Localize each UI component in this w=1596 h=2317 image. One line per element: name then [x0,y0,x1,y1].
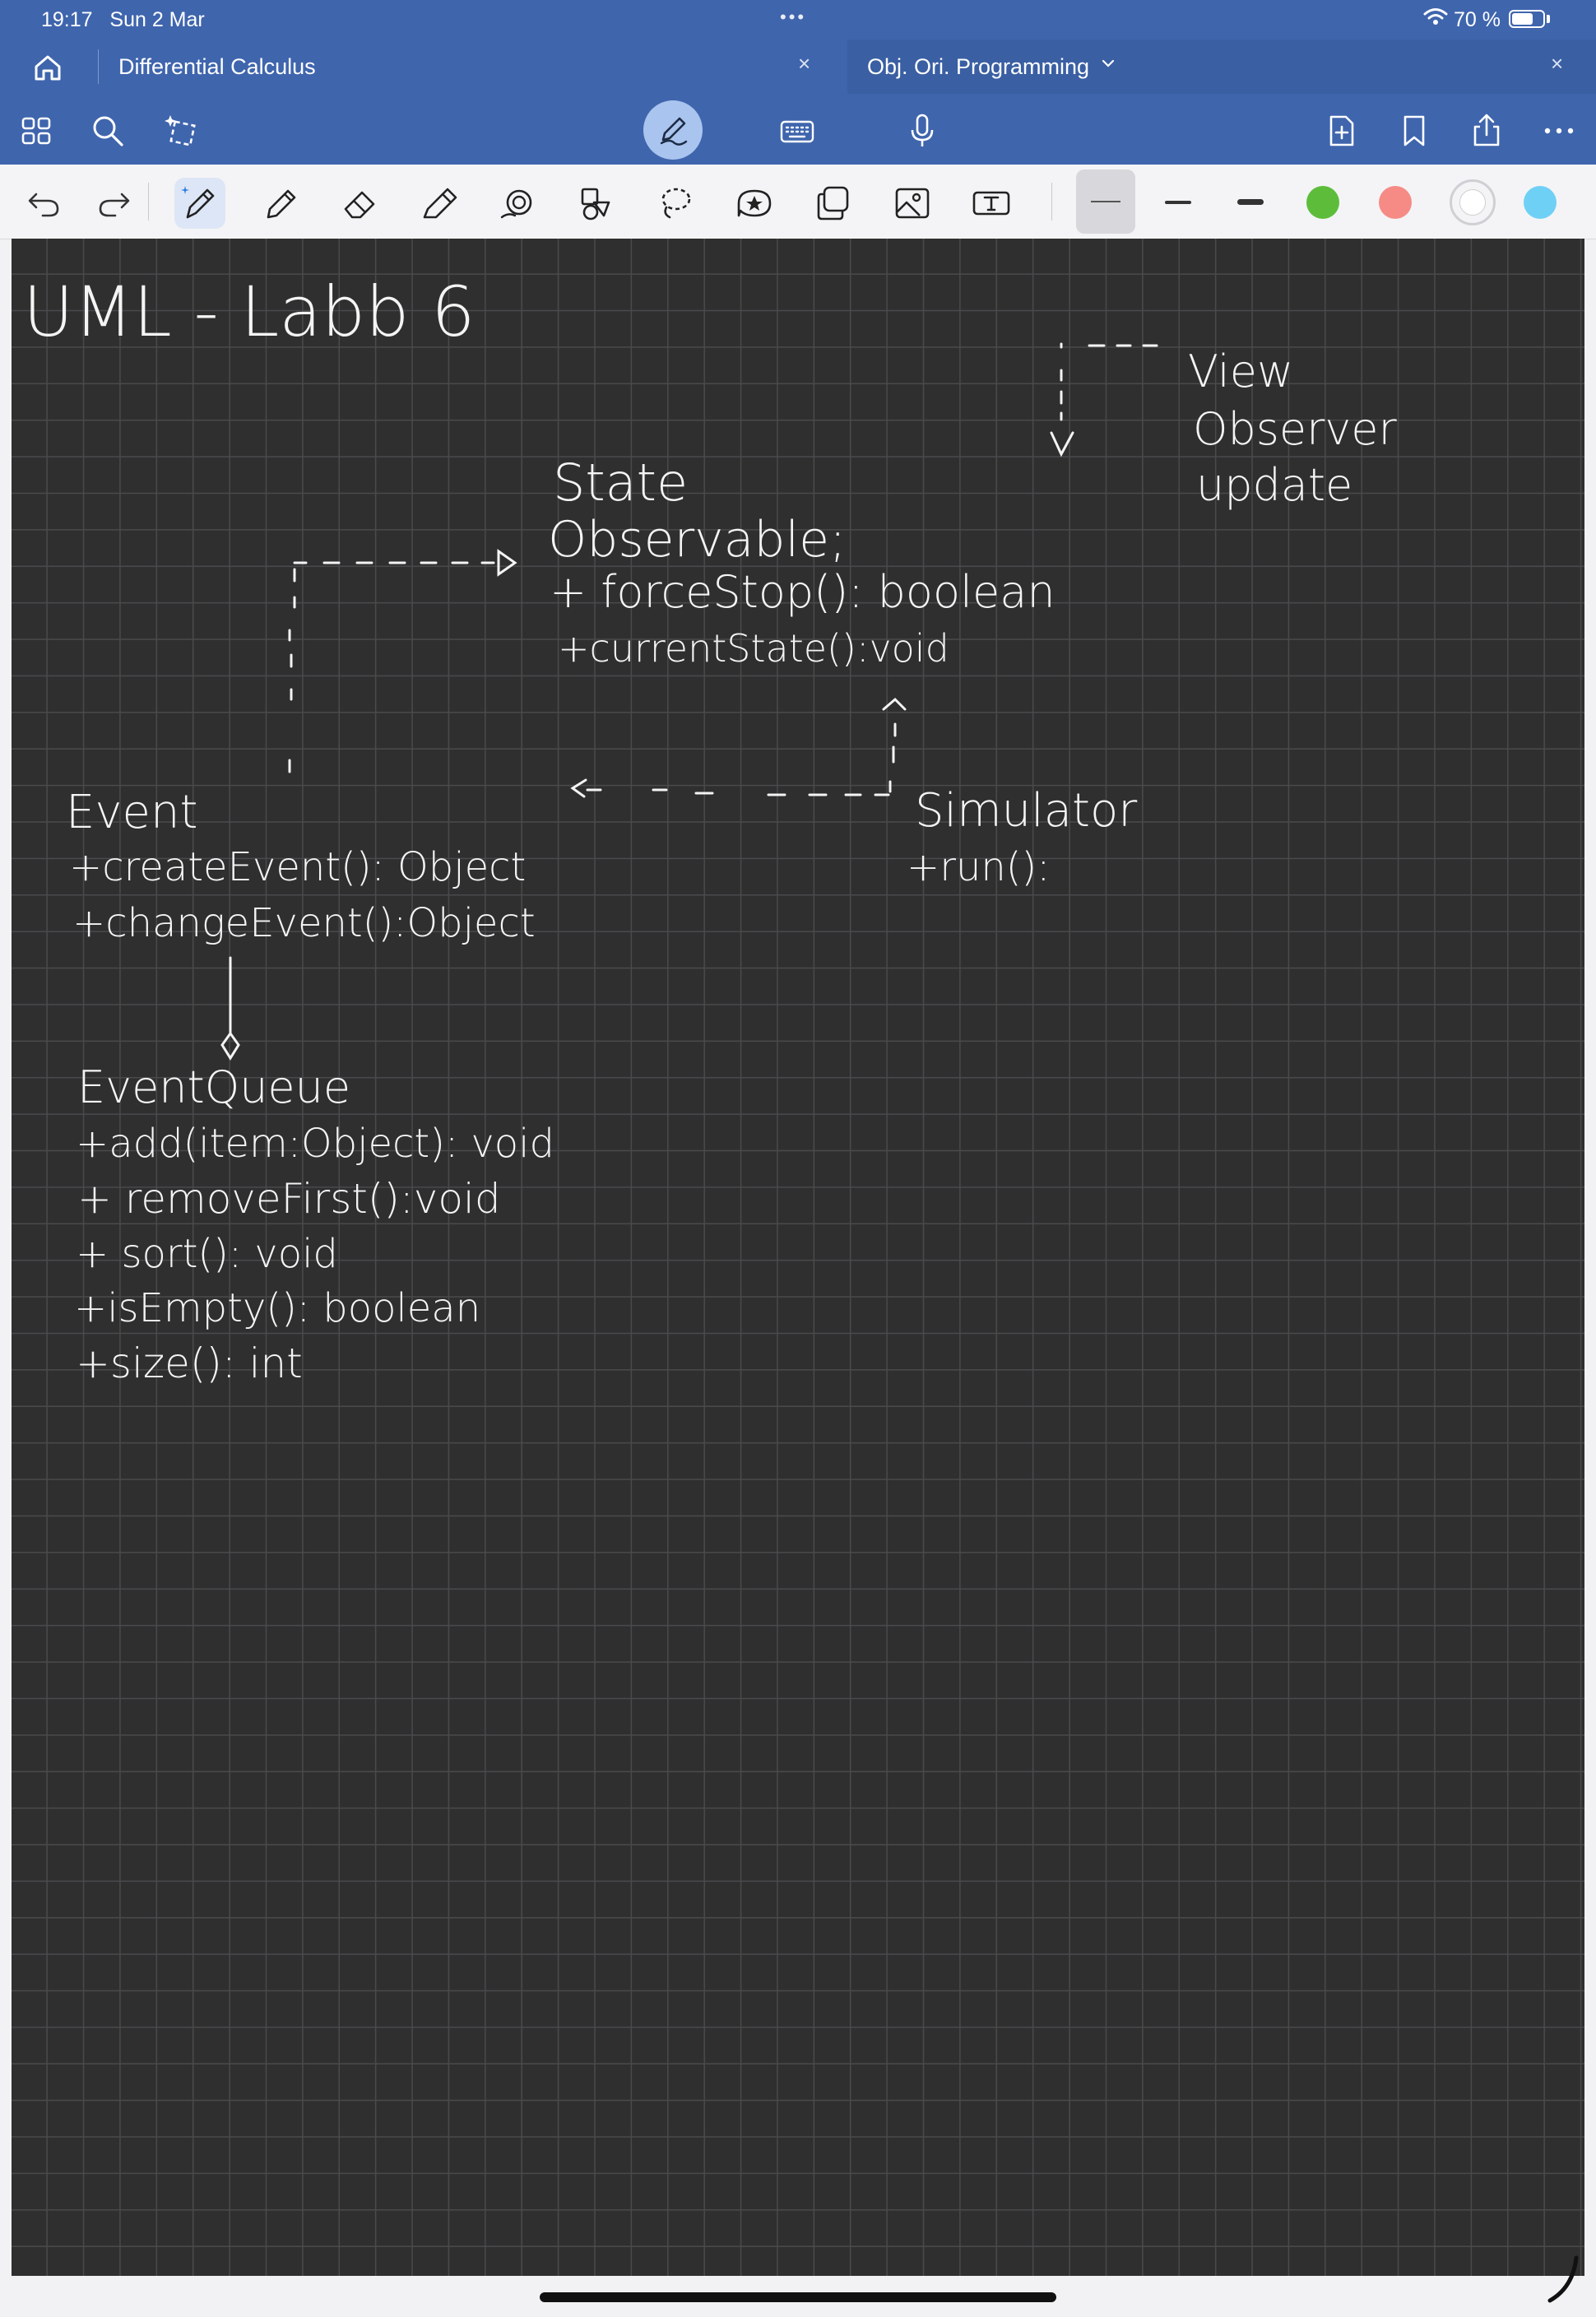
eraser-icon[interactable] [339,183,380,224]
stroke-width-thick[interactable] [1234,194,1267,211]
pen-tool[interactable] [174,178,225,229]
tab-differential-calculus[interactable]: Differential Calculus × [99,39,847,94]
toolbar-divider [148,183,149,221]
simulator-method-run: +run(): [907,844,1050,890]
main-toolbar [0,94,1596,165]
arrow-head [882,697,907,711]
eventqueue-method-size: +size(): int [76,1340,303,1387]
eventqueue-method-sort: + sort(): void [76,1231,338,1277]
keyboard-icon[interactable] [778,112,816,150]
multitask-dots[interactable]: ••• [780,7,807,27]
state-method-forcestop: + forceStop(): boolean [550,566,1055,618]
text-icon[interactable] [971,183,1012,224]
view-update: update [1196,459,1352,511]
arrow-head [570,778,587,798]
color-swatch-cyan[interactable] [1524,186,1557,219]
fountain-pen-icon [181,186,215,219]
color-swatch-white-selected[interactable] [1450,179,1496,225]
redo-icon[interactable] [94,183,135,224]
state-method-currentstate: +currentState():void [558,626,949,671]
image-icon[interactable] [892,183,933,224]
event-class-name: Event [66,786,197,839]
close-icon[interactable]: × [1551,51,1564,76]
copy-icon[interactable] [813,183,854,224]
diamond-arrow-head [220,1031,240,1061]
eventqueue-method-removefirst: + removeFirst():void [77,1175,501,1223]
lasso-icon[interactable] [655,183,696,224]
event-method-create: +createEvent(): Object [69,844,526,890]
state-class-name: State [553,453,688,513]
handwriting-layer: UML - Labb 6 View Observer update State … [23,272,1398,1387]
sticker-icon[interactable] [734,183,775,224]
stroke-width-medium[interactable] [1162,194,1195,211]
bookmark-icon[interactable] [1395,112,1433,150]
view-observer: Observer [1193,403,1398,455]
more-icon[interactable] [1540,112,1578,150]
wifi-icon [1423,8,1448,25]
highlighter-icon[interactable] [418,183,459,224]
sparkle-icon[interactable] [163,112,201,150]
tab-title: Differential Calculus [118,54,316,79]
lasso-shapes-icon[interactable] [576,183,617,224]
arrow-head [1050,431,1074,457]
grid-icon[interactable] [18,112,56,150]
note-canvas[interactable]: UML - Labb 6 View Observer update State … [12,239,1584,2276]
state-observable: Observable; [548,511,846,569]
battery-icon [1509,10,1545,28]
pencil-icon[interactable] [260,183,301,224]
tab-title: Obj. Ori. Programming [867,54,1090,79]
microphone-icon[interactable] [903,112,941,150]
home-indicator[interactable] [540,2292,1056,2302]
tab-bar: Differential Calculus × Obj. Ori. Progra… [0,39,1596,94]
close-icon[interactable]: × [798,51,811,76]
dashed-line [586,788,890,796]
simulator-class-name: Simulator [915,784,1137,838]
home-icon[interactable] [31,53,64,82]
dashed-line [1060,342,1158,349]
triangle-arrow-head [497,549,517,577]
chevron-down-icon[interactable] [1099,54,1117,72]
shapes-icon[interactable] [497,183,538,224]
pen-icon [660,117,688,146]
status-bar: 19:17 Sun 2 Mar ••• 70 % [0,0,1596,39]
pen-mode-button[interactable] [643,100,703,160]
color-swatch-green[interactable] [1306,186,1339,219]
add-page-icon[interactable] [1323,112,1361,150]
share-icon[interactable] [1468,112,1506,150]
app-header: 19:17 Sun 2 Mar ••• 70 % Differential Ca… [0,0,1596,165]
view-class-name: View [1188,346,1293,397]
dashed-line [288,629,293,773]
tab-separator [98,49,99,84]
battery-tip [1547,15,1550,23]
eventqueue-method-add: +add(item:Object): void [76,1121,554,1167]
page-curl-icon[interactable] [1547,2254,1580,2304]
drawing-toolbar [0,165,1596,239]
dashed-line [888,722,897,793]
note-title: UML - Labb 6 [23,272,476,352]
eventqueue-class-name: EventQueue [77,1061,350,1113]
tab-obj-ori-programming[interactable]: Obj. Ori. Programming × [847,39,1596,94]
status-time: 19:17 Sun 2 Mar [41,8,205,31]
eventqueue-method-isempty: +isEmpty(): boolean [74,1285,480,1331]
stroke-width-thin[interactable] [1076,169,1135,234]
battery-percent: 70 % [1454,8,1501,31]
toolbar-divider [1051,183,1052,221]
undo-icon[interactable] [23,183,64,224]
search-icon[interactable] [89,112,127,150]
color-swatch-red[interactable] [1379,186,1412,219]
event-method-change: +changeEvent():Object [72,900,536,946]
